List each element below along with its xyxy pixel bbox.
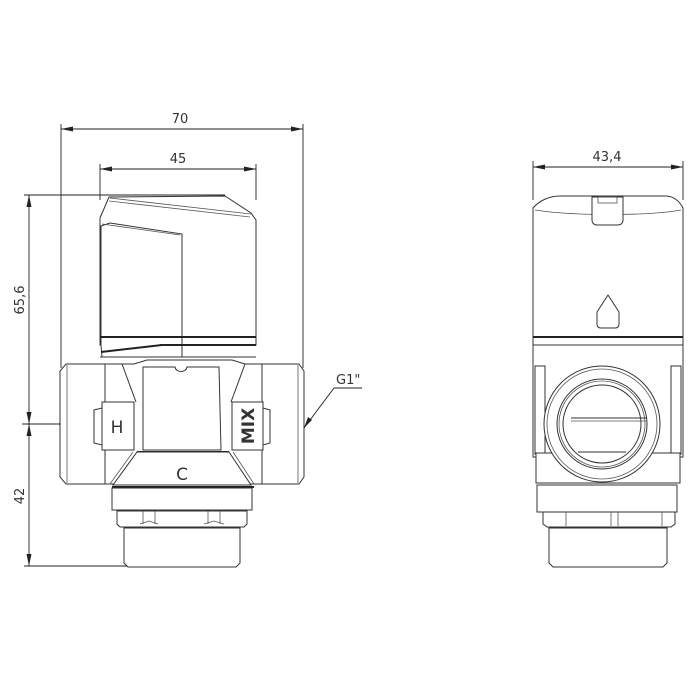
side-body [532, 344, 684, 568]
dimension-side-width: 43,4 [532, 150, 684, 200]
dimension-head-width: 45 [99, 152, 257, 200]
valve-head [99, 195, 257, 358]
port-label-hot: H [111, 418, 124, 438]
thread-label: G1" [336, 373, 360, 388]
side-head [532, 195, 684, 346]
arrow-marker-icon [596, 294, 620, 329]
dimension-label-upper-height: 65,6 [13, 286, 28, 315]
thread-callout: G1" [303, 373, 362, 429]
dimension-label-head-width: 45 [170, 152, 187, 167]
side-view: 43,4 [532, 150, 684, 568]
dimension-vertical: 65,6 42 [13, 194, 225, 567]
port-label-cold: C [176, 465, 188, 485]
dimension-label-lower-height: 42 [13, 488, 28, 505]
dimension-label-side-width: 43,4 [593, 150, 622, 165]
dimension-overall-width: 70 [60, 112, 304, 368]
valve-body: H MIX C [59, 359, 305, 568]
front-view: 70 45 65,6 42 [13, 112, 362, 568]
dimension-label-overall-width: 70 [172, 112, 189, 127]
port-label-mix: MIX [239, 408, 259, 444]
